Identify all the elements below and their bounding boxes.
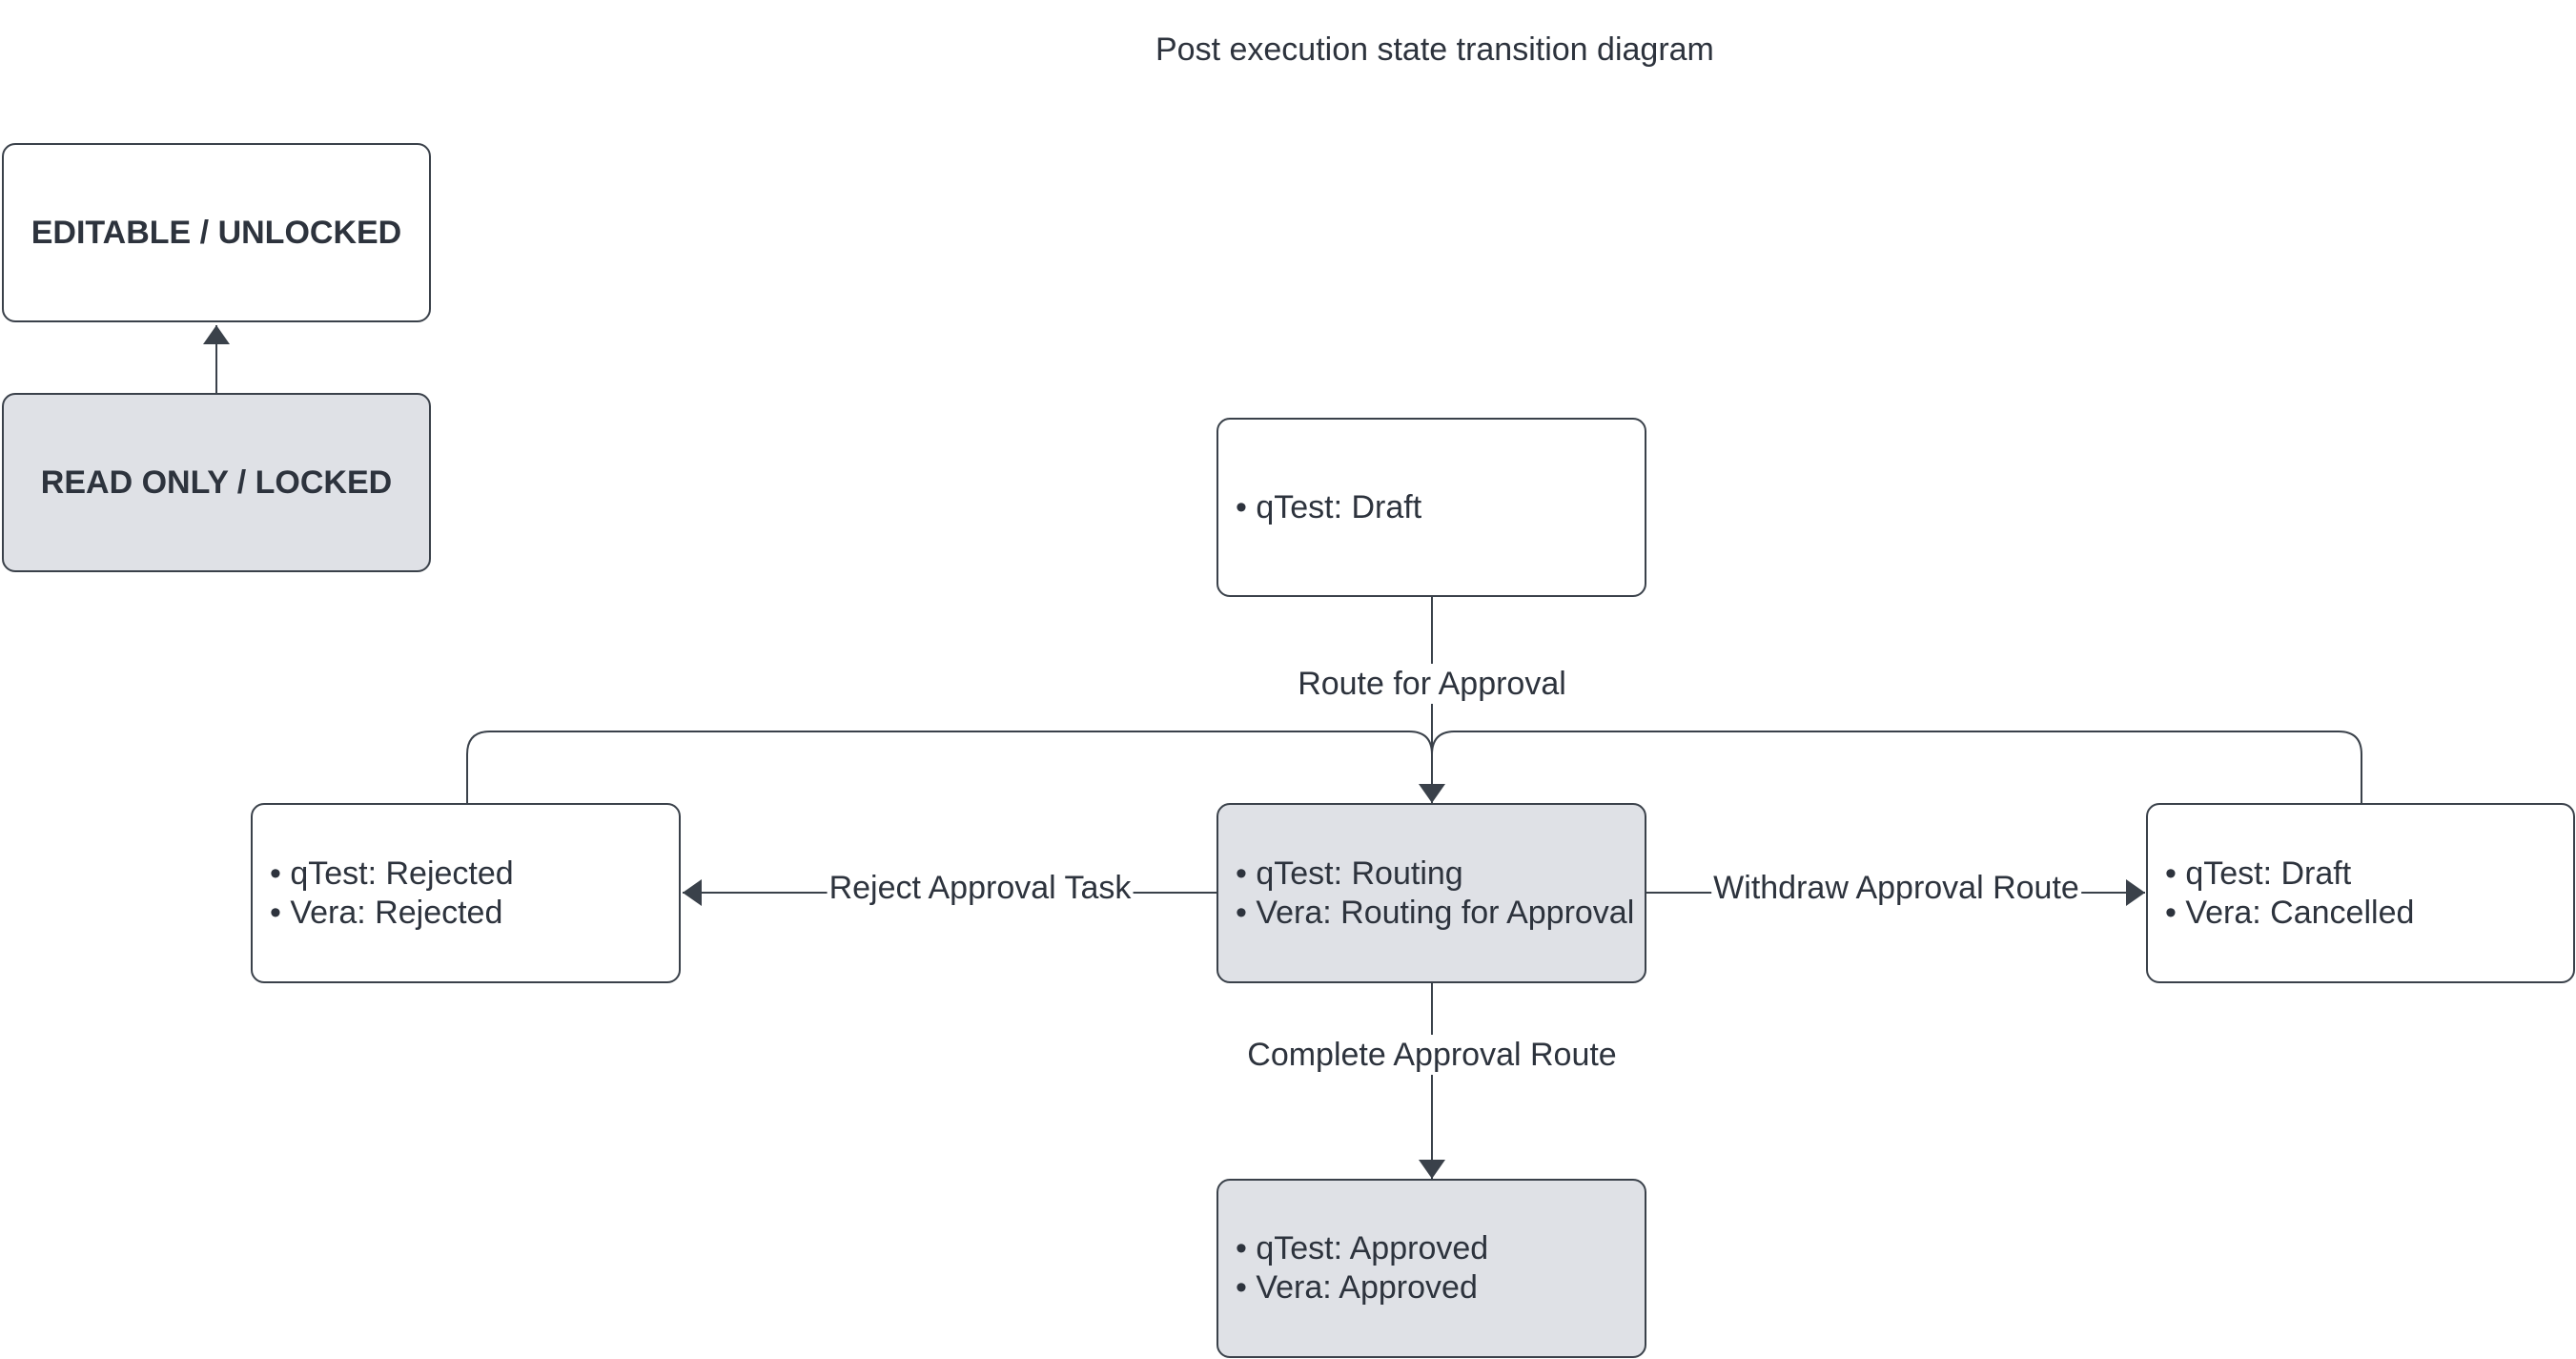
reject-approval-task-label: Reject Approval Task — [827, 868, 1134, 908]
state-approved-qtest: • qTest: Approved — [1236, 1230, 1489, 1266]
rejected-to-routing-arrow — [466, 731, 1433, 803]
legend-locked-label: READ ONLY / LOCKED — [40, 464, 393, 501]
legend-locked-box: READ ONLY / LOCKED — [2, 393, 431, 572]
state-routing-vera: • Vera: Routing for Approval — [1236, 894, 1635, 931]
state-approved-vera: • Vera: Approved — [1236, 1269, 1478, 1306]
withdraw-approval-route-label: Withdraw Approval Route — [1711, 868, 2081, 908]
diagram-title: Post execution state transition diagram — [1155, 31, 1714, 68]
state-approved: • qTest: Approved • Vera: Approved — [1216, 1179, 1646, 1358]
state-draft-line: • qTest: Draft — [1236, 488, 1422, 525]
state-rejected-qtest: • qTest: Rejected — [270, 855, 514, 892]
state-routing: • qTest: Routing • Vera: Routing for App… — [1216, 803, 1646, 983]
complete-approval-route-label: Complete Approval Route — [1245, 1035, 1619, 1075]
cancelled-to-routing-arrow — [1431, 731, 2362, 803]
state-cancelled: • qTest: Draft • Vera: Cancelled — [2146, 803, 2575, 983]
state-rejected-vera: • Vera: Rejected — [270, 894, 503, 931]
legend-editable-box: EDITABLE / UNLOCKED — [2, 143, 431, 322]
legend-editable-label: EDITABLE / UNLOCKED — [31, 215, 402, 251]
state-rejected: • qTest: Rejected • Vera: Rejected — [251, 803, 681, 983]
route-for-approval-label: Route for Approval — [1296, 664, 1568, 704]
state-draft: • qTest: Draft — [1216, 418, 1646, 597]
state-routing-qtest: • qTest: Routing — [1236, 855, 1463, 892]
state-cancelled-vera: • Vera: Cancelled — [2165, 894, 2415, 931]
state-cancelled-qtest: • qTest: Draft — [2165, 855, 2352, 892]
